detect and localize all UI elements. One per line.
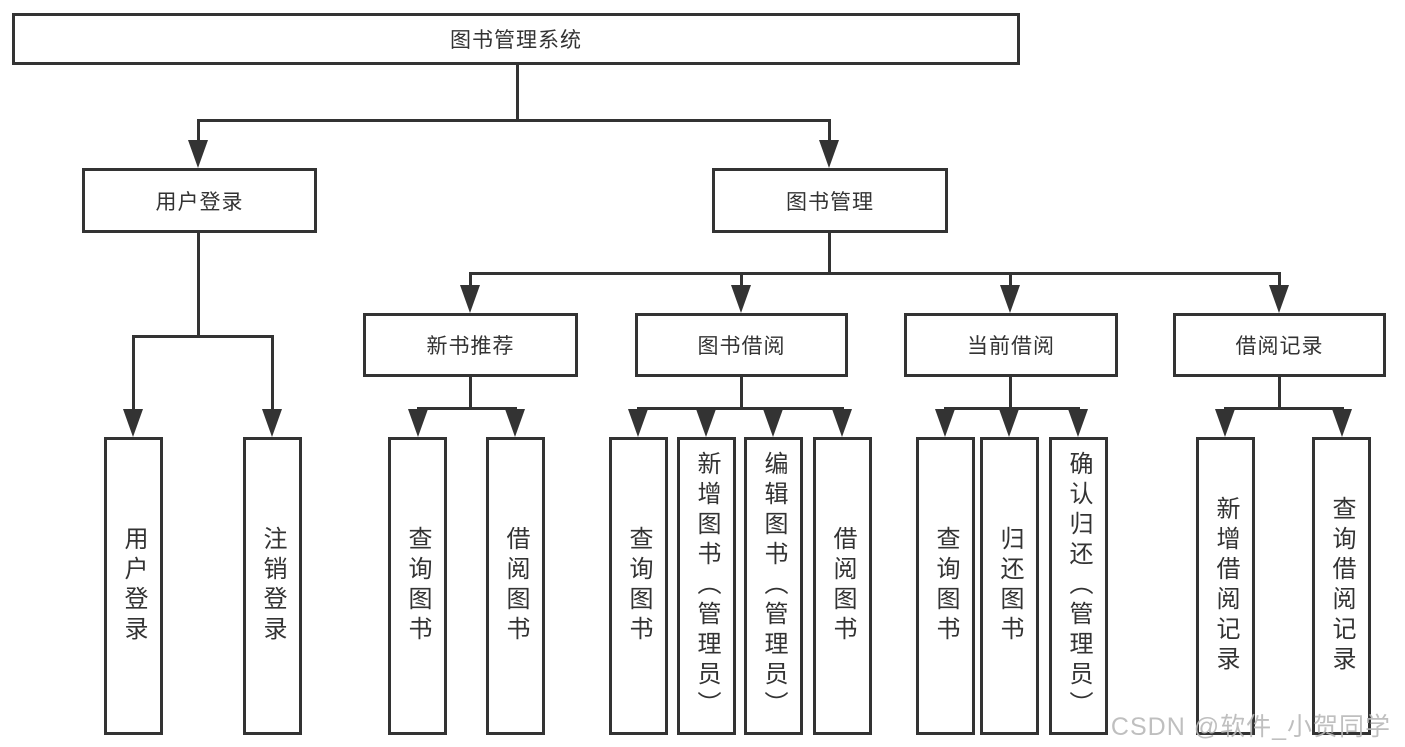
arrow-down-icon bbox=[1068, 409, 1088, 437]
node-book-borrow-label: 图书借阅 bbox=[697, 335, 786, 358]
connector-line bbox=[944, 407, 1080, 410]
arrow-down-icon bbox=[188, 140, 208, 168]
node-user-login-label: 用户登录 bbox=[155, 190, 244, 214]
connector-line bbox=[197, 233, 200, 335]
arrow-down-icon bbox=[262, 409, 282, 437]
arrow-down-icon bbox=[696, 409, 716, 437]
arrow-down-icon bbox=[1215, 409, 1235, 437]
leaf-edit-book-admin: 编辑图书（管理员） bbox=[744, 437, 803, 735]
node-borrow-records: 借阅记录 bbox=[1173, 313, 1386, 377]
connector-line bbox=[1009, 272, 1012, 289]
node-book-borrow: 图书借阅 bbox=[635, 313, 848, 377]
connector-line bbox=[740, 377, 743, 407]
connector-line bbox=[271, 335, 274, 411]
leaf-borrow-books-recommend-label: 借阅图书 bbox=[502, 526, 529, 646]
leaf-borrow-books-recommend: 借阅图书 bbox=[486, 437, 545, 735]
node-new-book-recommend: 新书推荐 bbox=[363, 313, 578, 377]
arrow-down-icon bbox=[1000, 285, 1020, 313]
leaf-query-books-recommend: 查询图书 bbox=[388, 437, 447, 735]
leaf-return-book-label: 归还图书 bbox=[996, 526, 1023, 646]
arrow-down-icon bbox=[819, 140, 839, 168]
node-root: 图书管理系统 bbox=[12, 13, 1020, 65]
leaf-add-book-admin: 新增图书（管理员） bbox=[677, 437, 736, 735]
node-new-book-recommend-label: 新书推荐 bbox=[426, 335, 515, 358]
arrow-down-icon bbox=[460, 285, 480, 313]
leaf-query-borrow-record: 查询借阅记录 bbox=[1312, 437, 1371, 735]
node-book-management: 图书管理 bbox=[712, 168, 948, 233]
connector-line bbox=[740, 272, 743, 289]
connector-line bbox=[469, 272, 472, 289]
node-user-login: 用户登录 bbox=[82, 168, 317, 233]
leaf-query-books-borrow: 查询图书 bbox=[609, 437, 668, 735]
connector-line bbox=[1009, 377, 1012, 407]
connector-line bbox=[637, 407, 844, 410]
node-book-management-label: 图书管理 bbox=[786, 190, 874, 214]
arrow-down-icon bbox=[935, 409, 955, 437]
leaf-return-book: 归还图书 bbox=[980, 437, 1039, 735]
connector-line bbox=[197, 119, 200, 144]
arrow-down-icon bbox=[1269, 285, 1289, 313]
connector-line bbox=[1278, 377, 1281, 407]
node-current-borrow-label: 当前借阅 bbox=[967, 335, 1055, 358]
arrow-down-icon bbox=[832, 409, 852, 437]
leaf-add-borrow-record-label: 新增借阅记录 bbox=[1212, 496, 1239, 676]
connector-line bbox=[1224, 407, 1344, 410]
node-borrow-records-label: 借阅记录 bbox=[1235, 335, 1324, 358]
arrow-down-icon bbox=[731, 285, 751, 313]
connector-line bbox=[469, 272, 1281, 275]
leaf-user-login: 用户登录 bbox=[104, 437, 163, 735]
leaf-edit-book-admin-label: 编辑图书（管理员） bbox=[760, 451, 787, 721]
leaf-add-book-admin-label: 新增图书（管理员） bbox=[693, 451, 720, 721]
leaf-add-borrow-record: 新增借阅记录 bbox=[1196, 437, 1255, 735]
arrow-down-icon bbox=[505, 409, 525, 437]
connector-line bbox=[132, 335, 135, 411]
watermark: CSDN @软件_小贺同学 bbox=[1110, 713, 1391, 741]
arrow-down-icon bbox=[628, 409, 648, 437]
node-root-label: 图书管理系统 bbox=[450, 29, 582, 52]
connector-line bbox=[417, 407, 517, 410]
connector-line bbox=[1278, 272, 1281, 289]
leaf-confirm-return-admin-label: 确认归还（管理员） bbox=[1065, 451, 1092, 721]
arrow-down-icon bbox=[1332, 409, 1352, 437]
arrow-down-icon bbox=[123, 409, 143, 437]
connector-line bbox=[828, 119, 831, 144]
leaf-confirm-return-admin: 确认归还（管理员） bbox=[1049, 437, 1108, 735]
connector-line bbox=[516, 65, 519, 119]
leaf-logout: 注销登录 bbox=[243, 437, 302, 735]
leaf-borrow-books: 借阅图书 bbox=[813, 437, 872, 735]
node-current-borrow: 当前借阅 bbox=[904, 313, 1118, 377]
arrow-down-icon bbox=[999, 409, 1019, 437]
leaf-query-borrow-record-label: 查询借阅记录 bbox=[1328, 496, 1355, 676]
leaf-query-books-current-label: 查询图书 bbox=[932, 526, 959, 646]
connector-line bbox=[197, 119, 830, 122]
arrow-down-icon bbox=[408, 409, 428, 437]
connector-line bbox=[828, 233, 831, 272]
leaf-logout-label: 注销登录 bbox=[259, 526, 286, 646]
leaf-borrow-books-label: 借阅图书 bbox=[829, 526, 856, 646]
leaf-user-login-label: 用户登录 bbox=[120, 526, 147, 646]
connector-line bbox=[132, 335, 273, 338]
leaf-query-books-current: 查询图书 bbox=[916, 437, 975, 735]
arrow-down-icon bbox=[763, 409, 783, 437]
leaf-query-books-borrow-label: 查询图书 bbox=[625, 526, 652, 646]
leaf-query-books-recommend-label: 查询图书 bbox=[404, 526, 431, 646]
connector-line bbox=[469, 377, 472, 407]
